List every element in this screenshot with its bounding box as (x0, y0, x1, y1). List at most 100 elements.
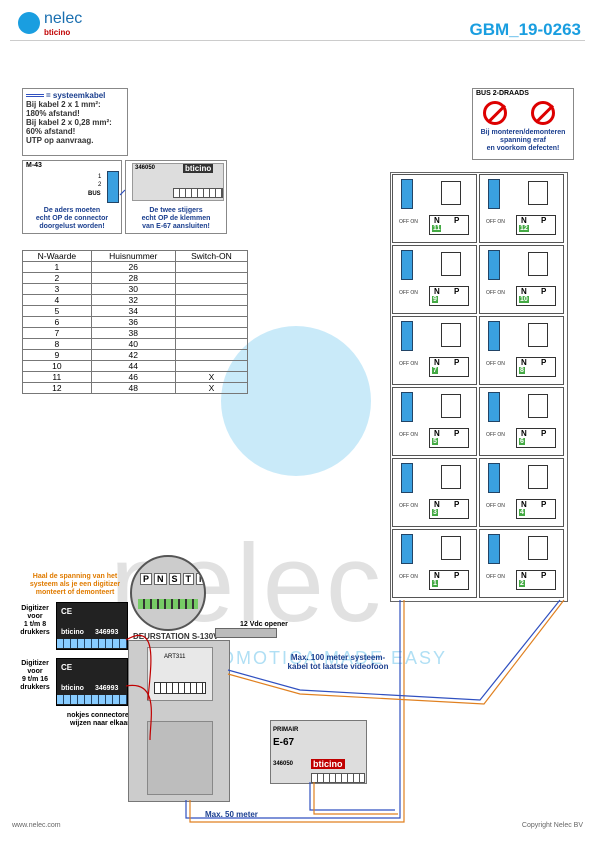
table-cell: 11 (22, 371, 92, 383)
e67-detail-box: 346050 bticino De twee stijgers echt OP … (125, 160, 227, 234)
n-value-badge: 5 (432, 438, 438, 445)
table-cell: 6 (22, 316, 92, 328)
ce-mark: CE (61, 663, 73, 672)
monitor-icon (528, 323, 548, 347)
table-header-row: N-Waarde Huisnummer Switch-ON (22, 250, 249, 262)
e67-detail-line: van E-67 aansluiten! (142, 223, 210, 230)
logo-sub: bticino (44, 28, 71, 37)
door-station-label: DEURSTATION S-130V (133, 632, 219, 641)
bus-warning-line: Bij monteren/demonteren (480, 129, 566, 136)
monitor-icon (441, 181, 461, 205)
table-cell: 32 (90, 294, 176, 306)
off-on-switch: OFF ON (399, 503, 418, 509)
bus-connector (401, 392, 413, 422)
digitizer1-label-line: drukkers (20, 629, 50, 636)
table-cell (174, 349, 249, 361)
monitor-icon (441, 323, 461, 347)
bus-connector (488, 179, 500, 209)
cable-note-title: = systeemkabel (46, 91, 106, 100)
n-label: N (434, 429, 440, 438)
digitizer1-terminals (57, 639, 127, 648)
bus-warning-line: spanning eraf (500, 137, 546, 144)
cable-note-line: UTP op aanvraag. (26, 136, 94, 145)
table-cell (174, 360, 249, 372)
off-on-switch: OFF ON (399, 361, 418, 367)
off-on-switch: OFF ON (399, 290, 418, 296)
e67-detail-lines: De twee stijgers echt OP de klemmen van … (126, 207, 226, 231)
digitizer2-label-line: voor (27, 668, 43, 675)
digitizer2-code: 346993 (95, 685, 119, 692)
n-value-badge: 6 (519, 438, 525, 445)
connector-note: nokjes connectoren wijzen naar elkaar (60, 712, 140, 728)
table-cell (174, 272, 249, 284)
off-on-switch: OFF ON (399, 432, 418, 438)
monitor-icon (441, 252, 461, 276)
max100-line: kabel tot laatste videofoon (287, 662, 389, 671)
max100-line: Max. 100 meter systeem- (290, 653, 386, 662)
p-label: P (454, 571, 460, 580)
e67-detail-code: 346050 (135, 165, 156, 171)
n-value-badge: 2 (519, 580, 525, 587)
bus-connector (401, 463, 413, 493)
table-header: Switch-ON (174, 250, 249, 262)
cable-note-line: Bij kabel 2 x 1 mm²: (26, 100, 101, 109)
cable-note: = systeemkabel Bij kabel 2 x 1 mm²: 180%… (22, 88, 128, 156)
table-cell (174, 327, 249, 339)
digitizer2-label-line: Digitizer (21, 660, 49, 667)
monitor-icon (441, 536, 461, 560)
footer-right: Copyright Nelec BV (521, 822, 583, 829)
m43-line: echt OP de connector (35, 215, 109, 222)
digitizer-note: Haal de spanning van het systeem als je … (20, 573, 130, 597)
n-value-badge: 3 (432, 509, 438, 516)
digitizer2-label-line: drukkers (20, 684, 50, 691)
digitizer1-label: Digitizer voor 1 t/m 8 drukkers (16, 605, 54, 637)
e67-detail-line: De twee stijgers (149, 207, 203, 214)
bus-warning-title: BUS 2-DRAADS (476, 90, 529, 97)
p-label: P (454, 358, 460, 367)
table-cell (174, 316, 249, 328)
off-on-switch: OFF ON (486, 432, 505, 438)
e67-primair: PRIMAIR (273, 727, 299, 733)
monitor-icon (441, 394, 461, 418)
table-header: Huisnummer (90, 250, 176, 262)
m43-pin-2: 2 (98, 182, 102, 188)
table-cell: 12 (22, 382, 92, 394)
table-cell: 1 (22, 261, 92, 273)
m43-bus: BUS (88, 191, 101, 197)
connector-note-line: wijzen naar elkaar (70, 720, 130, 727)
bus-connector (488, 321, 500, 351)
table-cell: 26 (90, 261, 176, 273)
table-cell: 38 (90, 327, 176, 339)
door-station: ART311 (128, 640, 230, 802)
n-value-badge: 4 (519, 509, 525, 516)
n-label: N (434, 287, 440, 296)
m43-lines: De aders moeten echt OP de connector doo… (23, 207, 121, 231)
p-label: P (541, 216, 547, 225)
zoom-label: N (154, 573, 167, 585)
bus-warning-box: BUS 2-DRAADS Bij monteren/demonteren spa… (472, 88, 574, 160)
table-cell (174, 283, 249, 295)
n-label: N (521, 287, 527, 296)
n-value-badge: 8 (519, 367, 525, 374)
monitor-icon (528, 181, 548, 205)
